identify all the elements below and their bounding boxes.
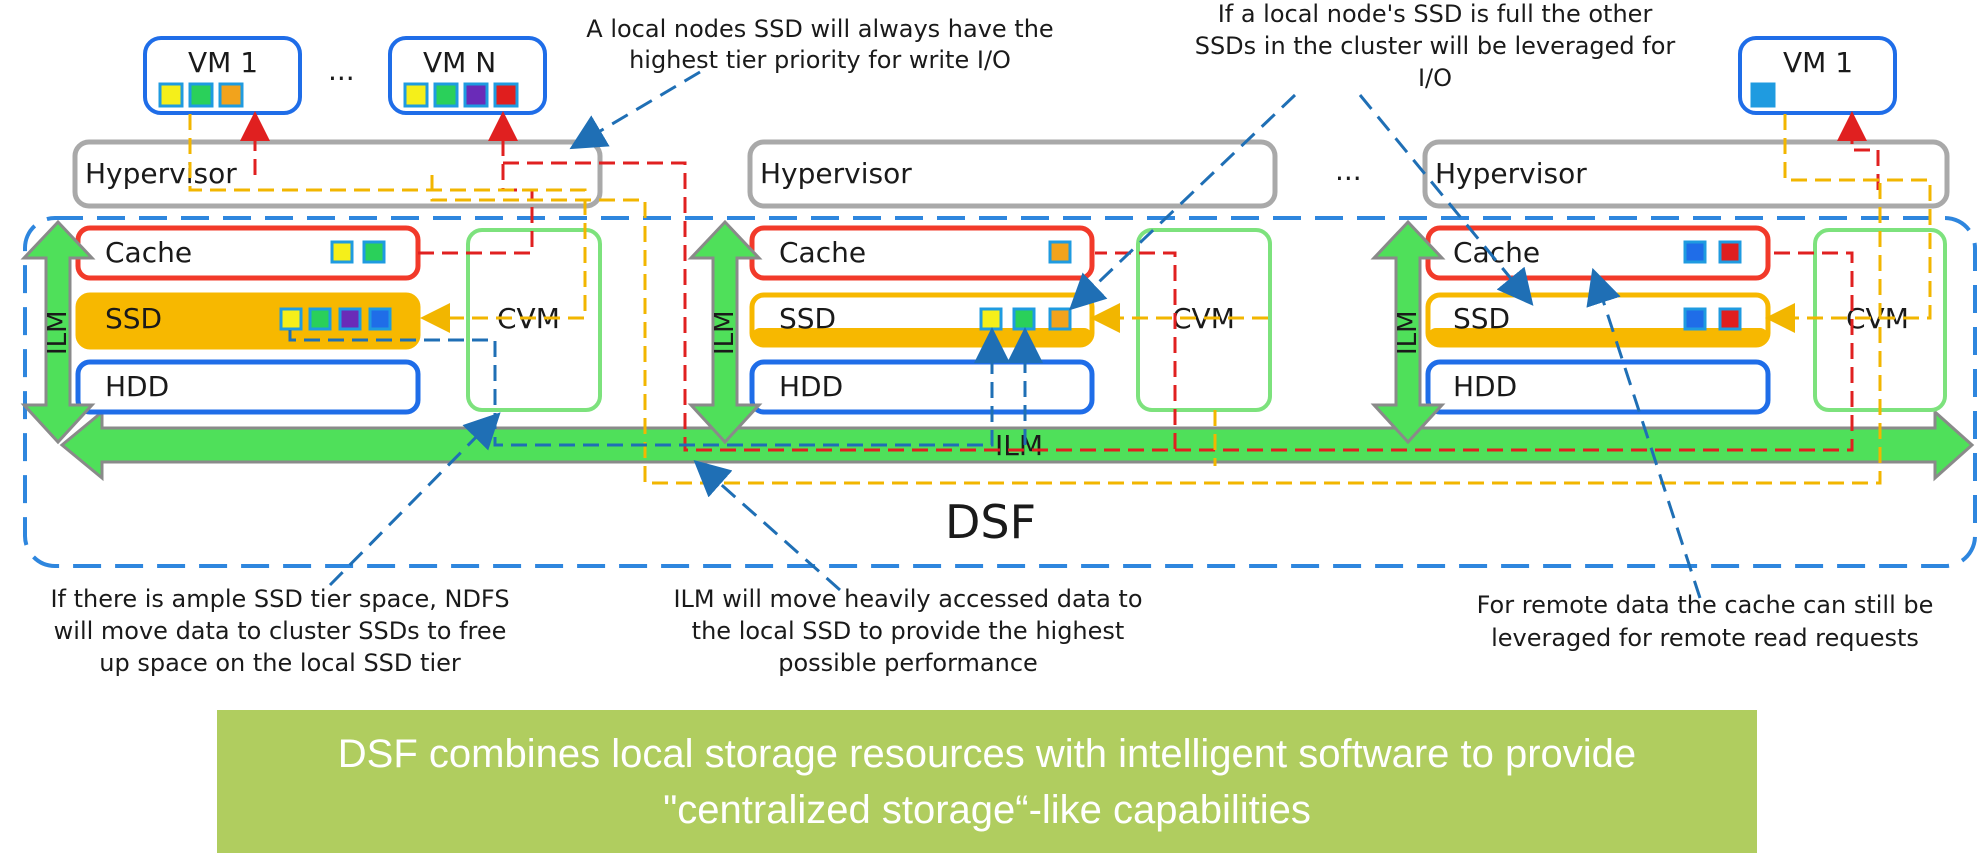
cvm-box bbox=[466, 228, 602, 412]
ssd-label: SSD bbox=[105, 302, 162, 335]
annotation-ilm-move: ILM will move heavily accessed data to t… bbox=[673, 585, 1142, 677]
node-1: VM 1 ... VM N Hypervisor Cache SSD HDD C… bbox=[20, 36, 603, 445]
hypervisor-label: Hypervisor bbox=[760, 157, 912, 190]
data-block bbox=[158, 82, 184, 108]
hdd-box bbox=[1425, 359, 1771, 415]
vm-label: VM 1 bbox=[1783, 46, 1853, 79]
data-block bbox=[433, 82, 459, 108]
ssd-label: SSD bbox=[1453, 302, 1510, 335]
annotation-line: I/O bbox=[1418, 64, 1452, 92]
ssd-block bbox=[1048, 307, 1072, 331]
hypervisor-label: Hypervisor bbox=[85, 157, 237, 190]
cache-block bbox=[1048, 240, 1072, 264]
data-block bbox=[218, 82, 244, 108]
node-2: Hypervisor Cache SSD HDD CVM ILM bbox=[687, 139, 1278, 445]
annotation-line: SSDs in the cluster will be leveraged fo… bbox=[1195, 32, 1676, 60]
summary-banner: DSF combines local storage resources wit… bbox=[217, 710, 1757, 853]
hdd-box bbox=[749, 359, 1095, 415]
annotation-line: up space on the local SSD tier bbox=[99, 649, 461, 677]
replication-path-red bbox=[503, 161, 1177, 452]
ilm-vertical-label: ILM bbox=[710, 310, 740, 355]
dsf-boundary bbox=[23, 216, 1977, 568]
banner-line-2: "centralized storage“-like capabilities bbox=[663, 787, 1311, 832]
ssd-block bbox=[979, 307, 1003, 331]
data-block bbox=[188, 82, 214, 108]
hdd-label: HDD bbox=[105, 370, 169, 403]
hypervisor-box bbox=[72, 139, 603, 209]
read-path-red bbox=[1837, 111, 1880, 190]
data-block bbox=[403, 82, 429, 108]
ssd-block bbox=[1012, 307, 1036, 331]
vm-label: VM N bbox=[423, 46, 496, 79]
cache-block bbox=[330, 240, 354, 264]
ssd-block bbox=[1683, 307, 1707, 331]
ilm-vertical-label: ILM bbox=[1393, 310, 1423, 355]
ssd-label: SSD bbox=[779, 302, 836, 335]
ssd-block bbox=[308, 307, 332, 331]
dsf-label: DSF bbox=[945, 495, 1036, 549]
cache-label: Cache bbox=[779, 236, 866, 269]
vm-box bbox=[1738, 36, 1897, 115]
annotation-local-ssd-priority: A local nodes SSD will always have the h… bbox=[586, 15, 1053, 74]
hypervisor-box bbox=[1422, 139, 1950, 209]
replication-path-red bbox=[1175, 251, 1854, 452]
banner-line-1: DSF combines local storage resources wit… bbox=[337, 731, 1637, 776]
data-block bbox=[463, 82, 489, 108]
cache-block bbox=[1683, 240, 1707, 264]
node-3: VM 1 Hypervisor Cache SSD HDD CVM ILM bbox=[1370, 36, 1950, 445]
io-path-yellow bbox=[188, 114, 587, 333]
vm-box bbox=[143, 36, 302, 115]
ilm-move-path-blue bbox=[288, 327, 1010, 447]
annotation-line: highest tier priority for write I/O bbox=[629, 46, 1011, 74]
hdd-label: HDD bbox=[779, 370, 843, 403]
io-path-yellow bbox=[430, 175, 1882, 485]
ssd-block bbox=[1718, 307, 1742, 331]
vm-ellipsis: ... bbox=[328, 54, 355, 87]
annotation-ample-ssd: If there is ample SSD tier space, NDFS w… bbox=[50, 585, 509, 677]
callout-line bbox=[569, 70, 701, 150]
callout-line bbox=[693, 460, 841, 592]
cache-label: Cache bbox=[105, 236, 192, 269]
cache-block bbox=[362, 240, 386, 264]
ilm-horizontal-arrow bbox=[59, 408, 1975, 482]
cvm-box bbox=[1136, 228, 1272, 412]
callout-line bbox=[328, 412, 501, 587]
hypervisor-label: Hypervisor bbox=[1435, 157, 1587, 190]
hdd-box bbox=[75, 359, 421, 415]
data-block bbox=[1750, 82, 1776, 108]
ssd-block bbox=[279, 307, 303, 331]
ilm-vertical-arrow bbox=[687, 219, 763, 445]
ilm-horizontal-label: ILM bbox=[995, 429, 1043, 462]
annotation-line: ILM will move heavily accessed data to bbox=[673, 585, 1142, 613]
annotation-line: A local nodes SSD will always have the bbox=[586, 15, 1053, 43]
annotation-remote-cache: For remote data the cache can still be l… bbox=[1477, 591, 1934, 652]
ssd-box bbox=[75, 292, 421, 350]
ilm-vertical-label: ILM bbox=[43, 310, 73, 355]
hdd-label: HDD bbox=[1453, 370, 1517, 403]
annotation-line: leveraged for remote read requests bbox=[1491, 624, 1919, 652]
annotation-line: will move data to cluster SSDs to free bbox=[54, 617, 507, 645]
annotation-line: the local SSD to provide the highest bbox=[692, 617, 1125, 645]
ilm-vertical-arrow bbox=[20, 219, 96, 445]
annotation-line: If there is ample SSD tier space, NDFS bbox=[50, 585, 509, 613]
ssd-fill bbox=[1428, 328, 1768, 345]
data-block bbox=[493, 82, 519, 108]
callout-line bbox=[1068, 93, 1297, 311]
cache-block bbox=[1718, 240, 1742, 264]
annotation-line: possible performance bbox=[778, 649, 1038, 677]
hypervisor-box bbox=[747, 139, 1278, 209]
cache-label: Cache bbox=[1453, 236, 1540, 269]
annotation-line: If a local node's SSD is full the other bbox=[1218, 0, 1653, 28]
io-path-yellow bbox=[1765, 114, 1932, 333]
ilm-vertical-arrow bbox=[1370, 219, 1446, 445]
node-ellipsis: ... bbox=[1335, 154, 1362, 187]
callout-line bbox=[1358, 94, 1534, 306]
annotation-ssd-full: If a local node's SSD is full the other … bbox=[1195, 0, 1676, 92]
ssd-block bbox=[338, 307, 362, 331]
vm-label: VM 1 bbox=[188, 46, 258, 79]
annotation-line: For remote data the cache can still be bbox=[1477, 591, 1934, 619]
ssd-block bbox=[368, 307, 392, 331]
